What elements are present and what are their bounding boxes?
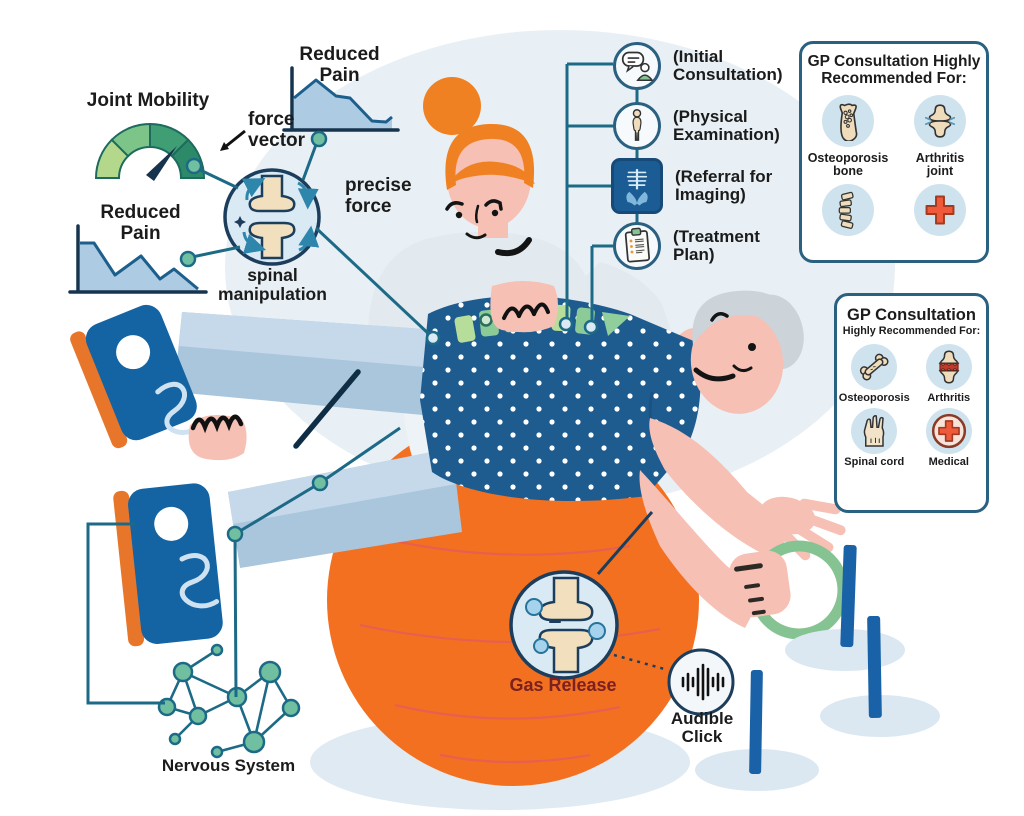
audible-click-label: Audible Click bbox=[670, 709, 734, 747]
gp-item-label: Medical bbox=[928, 456, 969, 469]
step-label: (Initial Consultation) bbox=[673, 46, 783, 84]
gp-item-label: Arthritis joint bbox=[915, 150, 965, 179]
clipboard-icon bbox=[613, 222, 661, 270]
bone-icon bbox=[851, 344, 898, 391]
reduced-pain-left-label: Reduced Pain bbox=[100, 202, 181, 244]
chat-person-icon bbox=[613, 42, 661, 90]
force-vector-arrow bbox=[220, 129, 246, 151]
gas-bubble bbox=[533, 638, 549, 654]
xray-icon bbox=[611, 158, 663, 214]
gp-consultation-box-right: GP Consultation Highly Recommended For: bbox=[834, 293, 989, 513]
spark-icon bbox=[234, 216, 246, 228]
arthritis-icon bbox=[925, 344, 972, 391]
chart-left-line bbox=[80, 241, 199, 291]
force-vector-label: force vector bbox=[248, 109, 306, 151]
gp-item-label: Osteoporosis bone bbox=[807, 150, 889, 179]
gp-item-label: Arthritis bbox=[927, 392, 971, 405]
nervous-system-network bbox=[157, 643, 301, 759]
medical-cross-icon bbox=[914, 183, 966, 236]
gas-bubble bbox=[588, 622, 606, 640]
gas-bubble bbox=[525, 598, 543, 616]
step-label: (Physical Examination) bbox=[673, 106, 780, 144]
spinal-manipulation-circle bbox=[223, 168, 321, 266]
hair-bun bbox=[423, 77, 481, 135]
connector-nodes bbox=[179, 130, 599, 543]
step-label: (Treatment Plan) bbox=[673, 226, 760, 264]
nervous-system-label: Nervous System bbox=[161, 756, 296, 775]
reduced-pain-chart-left bbox=[68, 224, 208, 294]
step-treatment-plan: (Treatment Plan) bbox=[613, 222, 813, 270]
gauge-needle bbox=[146, 146, 177, 181]
osteoporosis-bone-icon bbox=[822, 94, 874, 147]
step-initial-consultation: (Initial Consultation) bbox=[613, 42, 813, 90]
open-hand bbox=[760, 496, 846, 561]
gp-consultation-box-top: GP Consultation Highly Recommended For: bbox=[799, 41, 989, 263]
audible-click-circle bbox=[613, 648, 735, 716]
gas-release-circle bbox=[509, 511, 654, 680]
joint-mobility-gauge bbox=[94, 122, 206, 181]
gas-release-label: Gas Release bbox=[509, 675, 617, 695]
chart-left-area bbox=[80, 243, 198, 292]
precise-force-label: precise force bbox=[345, 175, 412, 217]
spine-icon bbox=[822, 183, 874, 236]
fist-hand bbox=[729, 550, 791, 618]
gp-box-right-title: GP Consultation bbox=[847, 306, 976, 324]
medical-cross-circle-icon bbox=[925, 408, 972, 455]
gp-item-label: Osteoporosis bbox=[838, 392, 910, 405]
joint-mobility-label: Joint Mobility bbox=[86, 90, 210, 111]
therapist-face bbox=[445, 199, 532, 257]
chart-top-line bbox=[293, 78, 393, 124]
arthritis-joint-icon bbox=[914, 94, 966, 147]
gp-item-label: Spinal cord bbox=[844, 456, 905, 469]
shoe-upper bbox=[70, 304, 206, 449]
step-label: (Referral for Imaging) bbox=[675, 166, 773, 204]
step-referral-imaging: (Referral for Imaging) bbox=[611, 158, 815, 214]
patient-head bbox=[690, 290, 804, 414]
ring-toss-pegs bbox=[695, 544, 940, 791]
shoe-lower bbox=[113, 483, 223, 647]
patient-arms bbox=[639, 418, 849, 640]
step-physical-examination: (Physical Examination) bbox=[613, 102, 813, 150]
gp-box-top-title: GP Consultation Highly Recommended For: bbox=[807, 53, 981, 88]
body-icon bbox=[613, 102, 661, 150]
reduced-pain-chart-top bbox=[282, 66, 400, 132]
patient-torso bbox=[420, 281, 701, 502]
hand-bones-icon bbox=[851, 408, 898, 455]
soundwave-icon bbox=[681, 663, 725, 701]
spinal-manipulation-label: spinal manipulation bbox=[218, 265, 327, 304]
therapist-fingers bbox=[190, 414, 244, 434]
reduced-pain-top-label: Reduced Pain bbox=[299, 44, 380, 86]
gp-box-right-subtitle: Highly Recommended For: bbox=[842, 325, 981, 338]
